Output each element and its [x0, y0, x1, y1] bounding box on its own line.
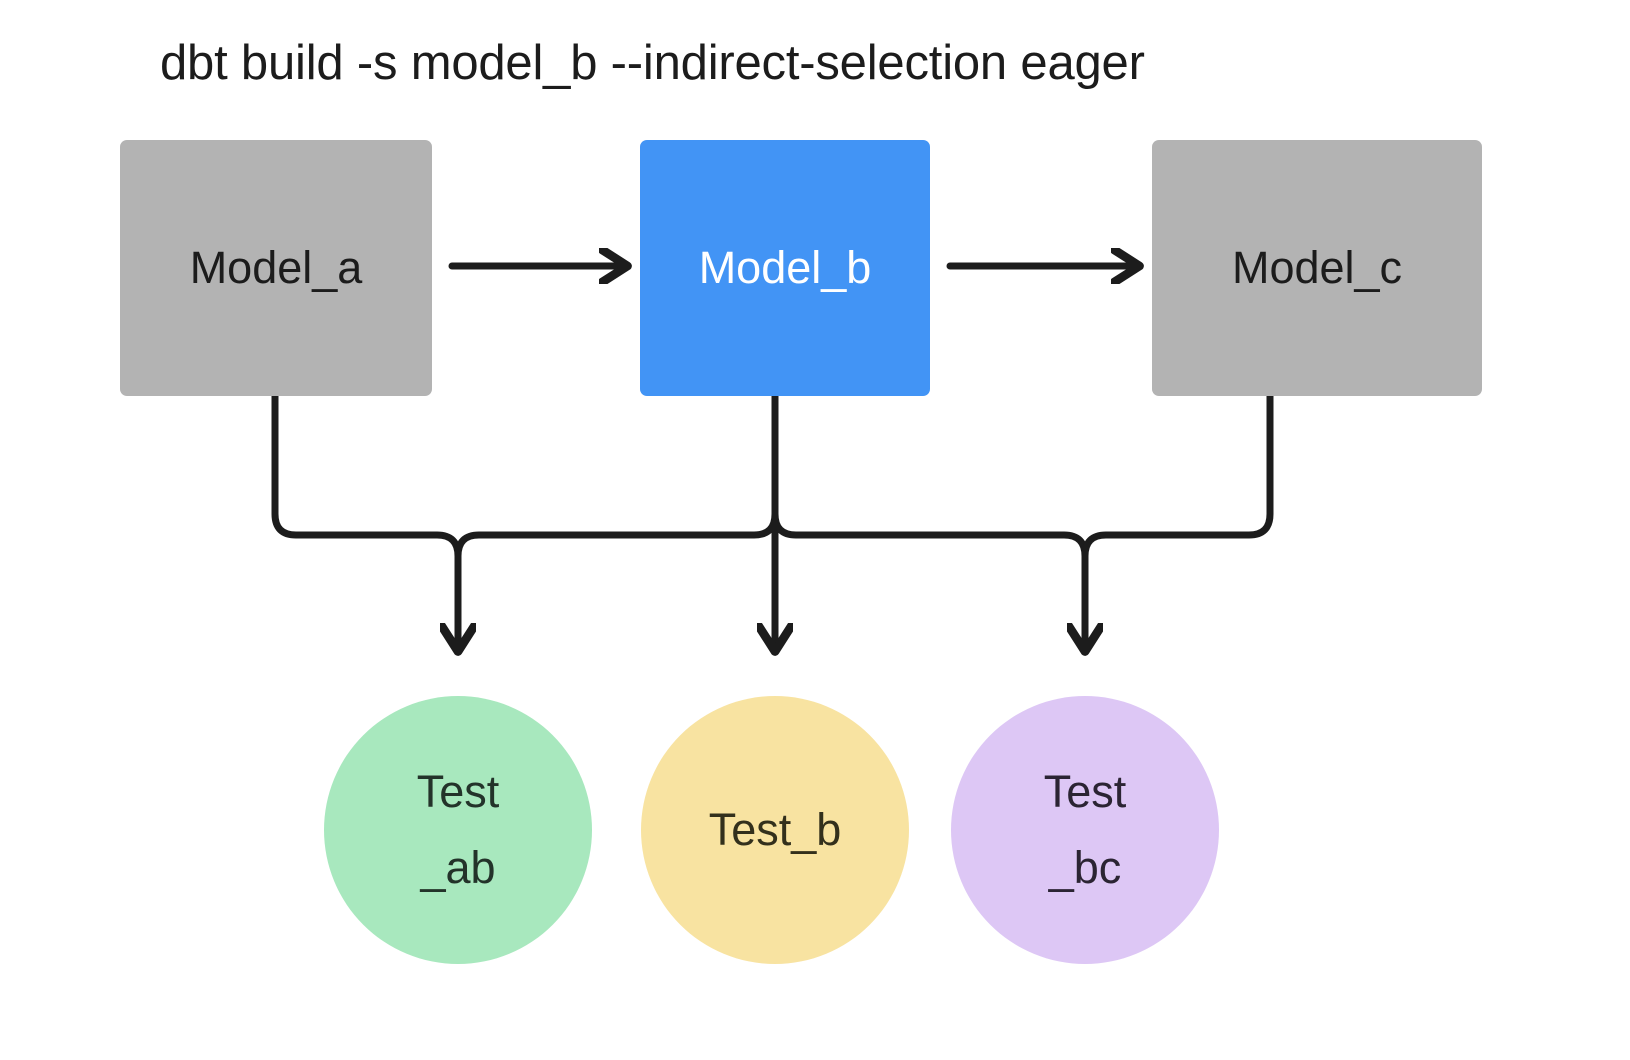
- node-model-c-label: Model_c: [1231, 242, 1403, 293]
- node-model-a-label: Model_a: [189, 242, 363, 293]
- node-test-bc[interactable]: Test _bc: [951, 696, 1219, 964]
- node-test-b-label-line1: Test_b: [708, 804, 842, 855]
- node-test-ab-label-line1: Test: [416, 766, 500, 817]
- node-model-b-label: Model_b: [698, 242, 872, 293]
- node-model-c[interactable]: Model_c: [1152, 140, 1482, 396]
- edge-model-a-to-test-ab: [271, 392, 458, 648]
- node-model-b[interactable]: Model_b: [640, 140, 930, 396]
- edge-model-b-to-test-ab: [454, 392, 779, 652]
- node-test-b[interactable]: Test_b: [641, 696, 909, 964]
- diagram-title: dbt build -s model_b --indirect-selectio…: [160, 36, 1145, 90]
- node-model-a[interactable]: Model_a: [120, 140, 432, 396]
- node-test-ab-label-line2: _ab: [420, 842, 496, 893]
- edge-model-c-to-test-bc: [1081, 392, 1274, 652]
- edge-model-b-to-test-bc: [771, 392, 1085, 648]
- node-test-bc-label-line2: _bc: [1048, 842, 1122, 893]
- node-test-bc-label-line1: Test: [1043, 766, 1127, 817]
- node-test-ab[interactable]: Test _ab: [324, 696, 592, 964]
